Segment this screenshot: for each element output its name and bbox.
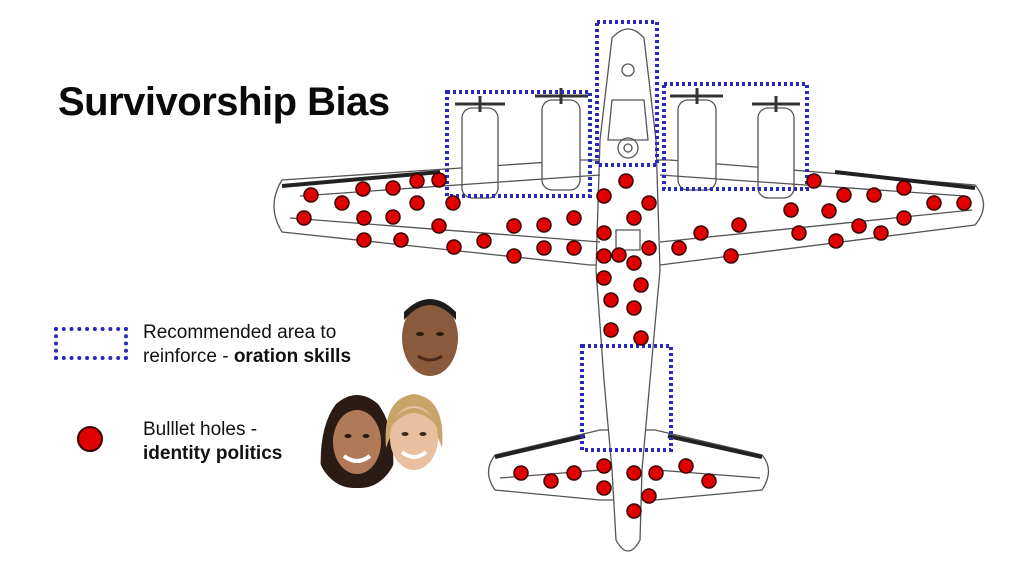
legend-reinforce-swatch	[54, 327, 128, 360]
legend-bullet-line2: identity politics	[143, 442, 282, 466]
legend-bullet-line2-bold: identity politics	[143, 443, 283, 464]
reinforce-box-cockpit	[595, 20, 659, 167]
slide-title: Survivorship Bias	[58, 80, 390, 124]
bullet-holes	[296, 172, 972, 519]
legend-reinforce-line1: Recommended area to	[143, 322, 337, 343]
reinforce-box-tail	[580, 344, 673, 452]
portrait-photo-3	[385, 394, 443, 470]
legend-bullet-text: Bulllet holes - identity politics	[143, 418, 282, 466]
legend-bullet-swatch	[77, 426, 103, 452]
legend-reinforce-line2-plain: reinforce -	[143, 346, 234, 367]
portrait-photo-1	[402, 299, 458, 376]
reinforce-boxes	[445, 20, 809, 452]
legend-reinforce-line2: reinforce - oration skills	[143, 345, 351, 369]
legend-bullet-line1: Bulllet holes -	[143, 419, 258, 440]
portrait-photo-2	[320, 395, 394, 488]
reinforce-box-right-engines	[662, 82, 809, 191]
legend-reinforce-line2-bold: oration skills	[233, 346, 352, 367]
legend-reinforce-text: Recommended area to reinforce - oration …	[143, 321, 351, 369]
reinforce-box-left-engines	[445, 90, 592, 198]
